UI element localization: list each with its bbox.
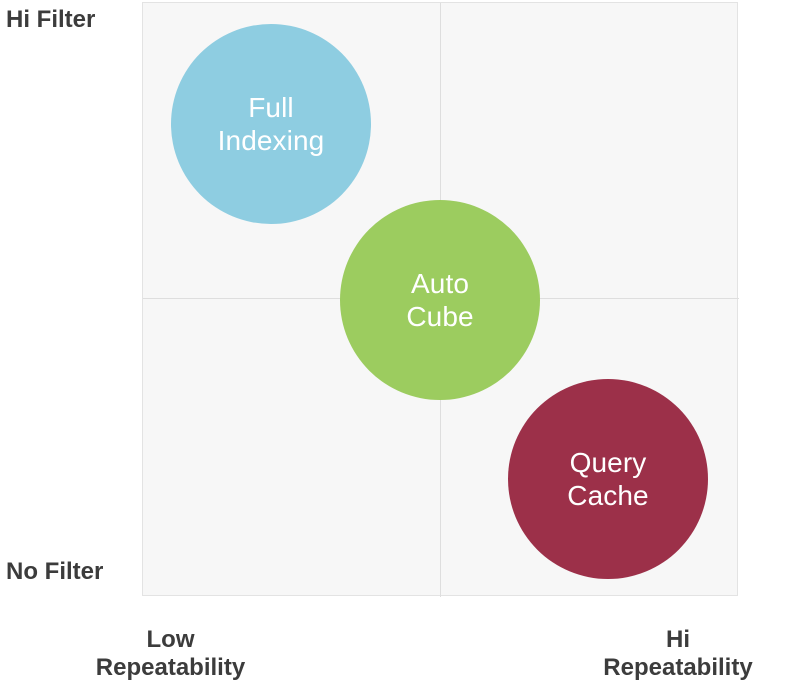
axis-label-no-filter: No Filter	[6, 558, 104, 585]
bubble-auto-cube[interactable]: Auto Cube	[340, 200, 540, 400]
bubble-label: Auto Cube	[406, 268, 474, 332]
axis-label-hi-repeatability: Hi Repeatability	[603, 626, 753, 681]
axis-label-hi-filter: Hi Filter	[6, 6, 96, 33]
bubble-label: Query Cache	[567, 447, 649, 511]
bubble-query-cache[interactable]: Query Cache	[508, 379, 708, 579]
axis-label-low-repeatability: Low Repeatability	[95, 626, 246, 681]
bubble-label: Full Indexing	[217, 92, 325, 156]
bubble-full-indexing[interactable]: Full Indexing	[171, 24, 371, 224]
